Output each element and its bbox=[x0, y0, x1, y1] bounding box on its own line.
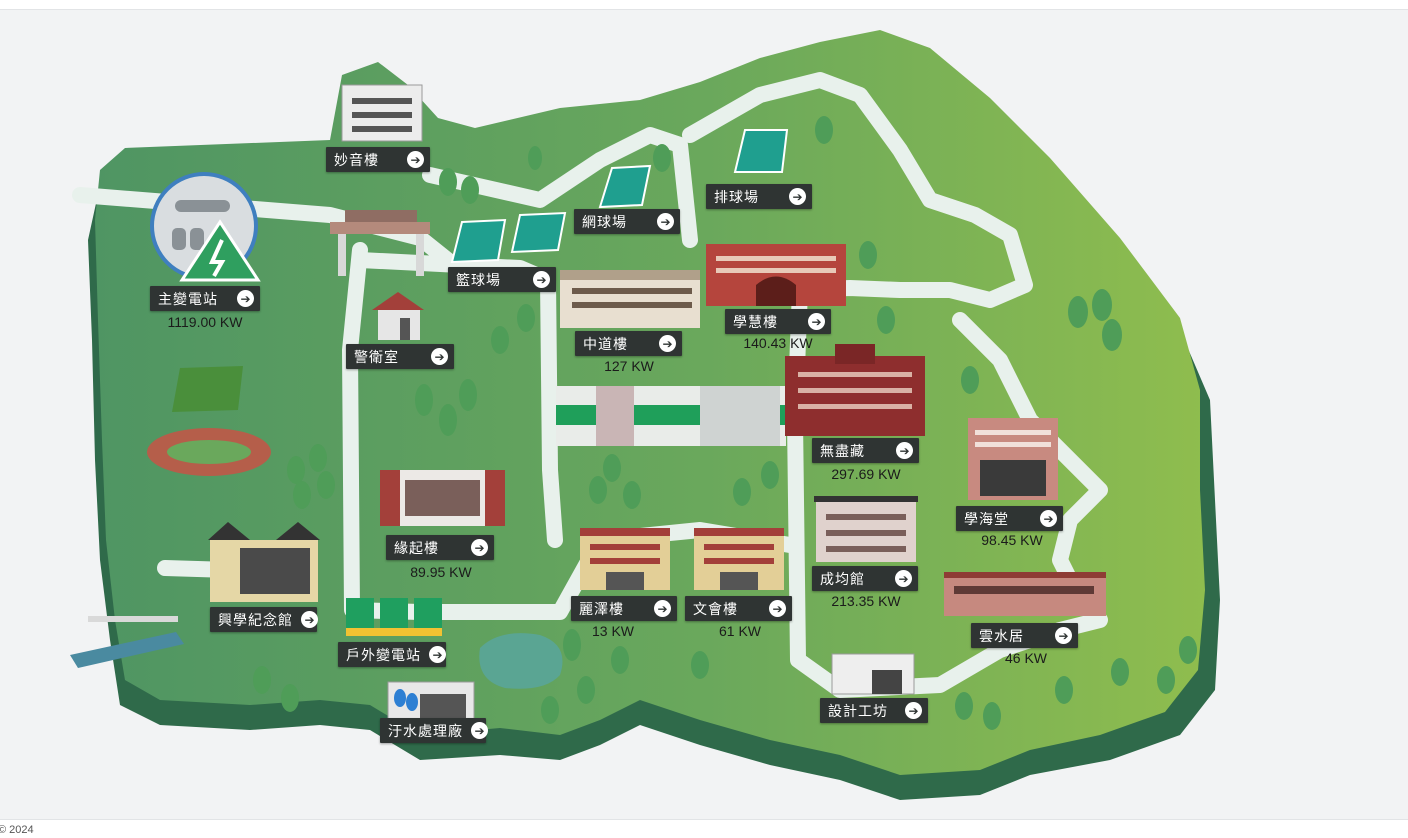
label-wujinzang-name: 無盡藏 bbox=[820, 443, 865, 460]
arrow-right-icon: ➔ bbox=[905, 702, 922, 719]
label-miaoyin[interactable]: 妙音樓 ➔ bbox=[326, 147, 430, 172]
arrow-right-icon: ➔ bbox=[471, 539, 488, 556]
label-chengjun[interactable]: 成均館 ➔ bbox=[812, 566, 918, 591]
power-yunshui: 46 KW bbox=[1004, 650, 1047, 666]
label-outdoor-substation[interactable]: 戶外變電站 ➔ bbox=[338, 642, 446, 667]
guard-house bbox=[372, 292, 424, 340]
power-zhongdao: 127 KW bbox=[604, 358, 654, 374]
label-tennis-name: 網球場 bbox=[582, 214, 627, 231]
volleyball-court bbox=[733, 129, 789, 173]
label-sewage[interactable]: 汙水處理廠 ➔ bbox=[380, 718, 488, 743]
label-outdoor-substation-name: 戶外變電站 bbox=[346, 647, 421, 664]
power-wujinzang: 297.69 KW bbox=[831, 466, 901, 482]
arrow-right-icon: ➔ bbox=[429, 646, 446, 663]
canopy-structure bbox=[70, 616, 184, 668]
substation-icon bbox=[150, 172, 261, 282]
arrow-right-icon: ➔ bbox=[237, 290, 254, 307]
arrow-right-icon: ➔ bbox=[657, 213, 674, 230]
label-xuehaitang[interactable]: 學海堂 ➔ bbox=[956, 506, 1063, 531]
zhongdao-building bbox=[560, 270, 700, 328]
label-wenhui-name: 文會樓 bbox=[693, 601, 738, 618]
tennis-court bbox=[598, 164, 652, 209]
road-loop bbox=[422, 127, 698, 248]
outdoor-substation-icon bbox=[346, 598, 442, 636]
label-yunshui[interactable]: 雲水居 ➔ bbox=[971, 623, 1078, 648]
label-tennis[interactable]: 網球場 ➔ bbox=[574, 209, 680, 234]
arrow-right-icon: ➔ bbox=[895, 570, 912, 587]
trees bbox=[253, 116, 1197, 730]
power-xuehui: 140.43 KW bbox=[743, 335, 813, 351]
plaza bbox=[556, 386, 786, 446]
gate-building bbox=[330, 210, 430, 276]
label-yuanqi-name: 緣起樓 bbox=[394, 540, 439, 557]
label-xuehaitang-name: 學海堂 bbox=[964, 511, 1009, 528]
arrow-right-icon: ➔ bbox=[407, 151, 424, 168]
label-wenhui[interactable]: 文會樓 ➔ bbox=[685, 596, 792, 621]
lize-building bbox=[580, 528, 670, 590]
power-yuanqi: 89.95 KW bbox=[410, 564, 472, 580]
yuanqi-building bbox=[380, 470, 505, 526]
copyright-footer: © 2024 bbox=[0, 824, 34, 836]
label-substation-name: 主變電站 bbox=[158, 291, 218, 308]
sports-field bbox=[172, 366, 243, 412]
xingxue-building bbox=[208, 522, 320, 602]
label-basketball[interactable]: 籃球場 ➔ bbox=[448, 267, 556, 292]
power-wenhui: 61 KW bbox=[718, 623, 761, 639]
design-building bbox=[831, 653, 915, 695]
chengjun-building bbox=[814, 496, 918, 562]
label-lize-name: 麗澤樓 bbox=[579, 601, 624, 618]
label-basketball-name: 籃球場 bbox=[456, 272, 501, 289]
arrow-right-icon: ➔ bbox=[471, 722, 488, 739]
sewage-building bbox=[387, 681, 475, 723]
label-yunshui-name: 雲水居 bbox=[979, 628, 1024, 645]
arrow-right-icon: ➔ bbox=[431, 348, 448, 365]
arrow-right-icon: ➔ bbox=[533, 271, 550, 288]
label-sewage-name: 汙水處理廠 bbox=[388, 723, 463, 740]
arrow-right-icon: ➔ bbox=[789, 188, 806, 205]
arrow-right-icon: ➔ bbox=[769, 600, 786, 617]
power-xuehaitang: 98.45 KW bbox=[981, 532, 1043, 548]
road-east2 bbox=[952, 312, 1108, 608]
arrow-right-icon: ➔ bbox=[1055, 627, 1072, 644]
yunshui-building bbox=[944, 572, 1106, 616]
power-chengjun: 213.35 KW bbox=[831, 593, 901, 609]
pond bbox=[479, 633, 563, 689]
label-chengjun-name: 成均館 bbox=[820, 571, 865, 588]
arrow-right-icon: ➔ bbox=[896, 442, 913, 459]
label-zhongdao[interactable]: 中道樓 ➔ bbox=[575, 331, 682, 356]
label-lize[interactable]: 麗澤樓 ➔ bbox=[571, 596, 677, 621]
wujinzang-building bbox=[785, 344, 925, 436]
xuehaitang-building bbox=[968, 418, 1058, 500]
buildings bbox=[70, 84, 1106, 723]
label-xuehui[interactable]: 學慧樓 ➔ bbox=[725, 309, 831, 334]
arrow-right-icon: ➔ bbox=[1040, 510, 1057, 527]
basketball-courts bbox=[450, 211, 567, 264]
label-volleyball[interactable]: 排球場 ➔ bbox=[706, 184, 812, 209]
label-substation[interactable]: 主變電站 ➔ bbox=[150, 286, 260, 311]
wenhui-building bbox=[694, 528, 784, 590]
power-lize: 13 KW bbox=[591, 623, 634, 639]
road-west bbox=[342, 242, 798, 620]
label-volleyball-name: 排球場 bbox=[714, 189, 759, 206]
arrow-right-icon: ➔ bbox=[808, 313, 825, 330]
label-design-name: 設計工坊 bbox=[828, 703, 888, 720]
arrow-right-icon: ➔ bbox=[654, 600, 671, 617]
label-zhongdao-name: 中道樓 bbox=[583, 336, 628, 353]
label-guard[interactable]: 警衛室 ➔ bbox=[346, 344, 454, 369]
label-yuanqi[interactable]: 緣起樓 ➔ bbox=[386, 535, 494, 560]
label-guard-name: 警衛室 bbox=[354, 349, 399, 366]
arrow-right-icon: ➔ bbox=[659, 335, 676, 352]
label-xuehui-name: 學慧樓 bbox=[733, 314, 778, 331]
label-design[interactable]: 設計工坊 ➔ bbox=[820, 698, 928, 723]
arrow-right-icon: ➔ bbox=[301, 611, 318, 628]
label-xingxue-name: 興學紀念館 bbox=[218, 612, 293, 629]
label-miaoyin-name: 妙音樓 bbox=[334, 152, 379, 169]
label-xingxue[interactable]: 興學紀念館 ➔ bbox=[210, 607, 318, 632]
xuehui-building bbox=[706, 244, 846, 306]
power-substation: 1119.00 KW bbox=[167, 314, 243, 330]
label-wujinzang[interactable]: 無盡藏 ➔ bbox=[812, 438, 919, 463]
